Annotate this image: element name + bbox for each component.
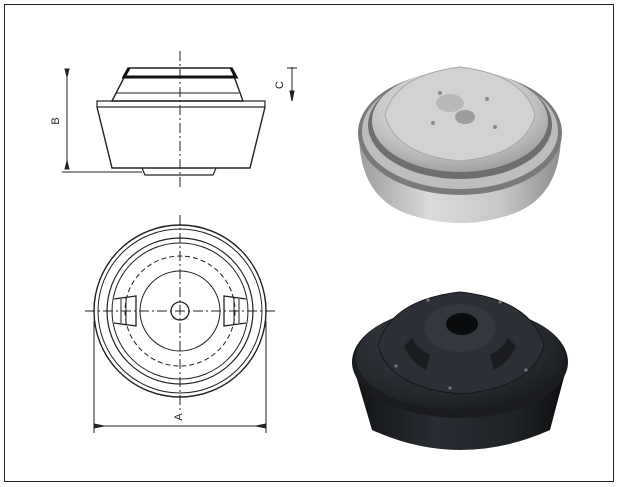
dimension-label-a: A xyxy=(173,413,185,421)
grey-rubber-cone-photo xyxy=(358,66,562,223)
top-view xyxy=(85,215,275,433)
side-view-collar xyxy=(96,100,266,108)
black-rubber-cone-photo xyxy=(352,291,568,450)
figure-frame: B C A xyxy=(4,4,614,482)
side-view-foot xyxy=(141,167,217,176)
side-view-crown xyxy=(110,67,244,102)
technical-drawing: B C A xyxy=(50,51,297,433)
dimension-label-c: C xyxy=(274,81,286,89)
side-view-cone-body xyxy=(96,106,266,169)
side-view xyxy=(62,51,297,188)
dimension-label-b: B xyxy=(50,117,62,124)
